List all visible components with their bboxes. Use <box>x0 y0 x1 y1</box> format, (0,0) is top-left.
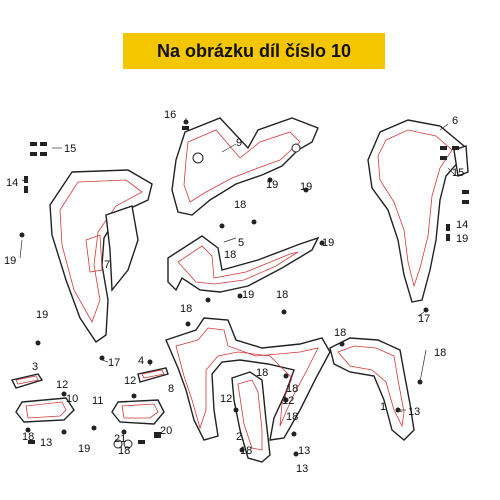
fasteners <box>19 119 469 457</box>
part-6-side-panel <box>367 119 469 303</box>
label-18: 18 <box>240 445 252 457</box>
part-8-lower-frame <box>165 317 331 441</box>
label-19: 19 <box>78 443 90 455</box>
label-16: 16 <box>164 109 176 121</box>
part-4-strip <box>137 367 169 383</box>
label-7: 7 <box>104 259 110 271</box>
label-18: 18 <box>180 303 192 315</box>
label-11: 11 <box>92 395 103 407</box>
label-12: 12 <box>56 379 68 391</box>
label-19: 19 <box>4 255 16 267</box>
label-20: 20 <box>160 425 172 437</box>
label-19: 19 <box>36 309 48 321</box>
label-15: 15 <box>64 143 76 155</box>
label-12: 12 <box>282 395 294 407</box>
label-13: 13 <box>40 437 52 449</box>
label-18: 18 <box>22 431 34 443</box>
part-labels: 16 9 6 15 14 19 7 19 19 19 18 5 18 19 19… <box>4 109 468 475</box>
label-18: 18 <box>224 249 236 261</box>
part-1-right-cover <box>329 337 415 441</box>
label-19: 19 <box>266 179 278 191</box>
label-14: 14 <box>456 219 468 231</box>
label-3: 3 <box>32 361 38 373</box>
part-10-bracket <box>15 397 75 423</box>
label-5: 5 <box>238 237 244 249</box>
label-15: 15 <box>452 167 464 179</box>
label-14: 14 <box>6 177 18 189</box>
label-6: 6 <box>452 115 458 127</box>
label-1: 1 <box>380 401 386 413</box>
label-21: 21 <box>114 433 126 445</box>
label-19: 19 <box>242 289 254 301</box>
label-18: 18 <box>434 347 446 359</box>
part-11-bracket <box>111 399 165 425</box>
label-18: 18 <box>334 327 346 339</box>
label-10: 10 <box>66 393 78 405</box>
label-13: 13 <box>298 445 310 457</box>
label-18: 18 <box>286 411 298 423</box>
label-18: 18 <box>286 383 298 395</box>
label-9: 9 <box>236 137 242 149</box>
label-12: 12 <box>220 393 232 405</box>
label-13: 13 <box>408 406 420 418</box>
label-2: 2 <box>236 431 242 443</box>
label-12: 12 <box>124 375 136 387</box>
label-13: 13 <box>296 463 308 475</box>
label-17: 17 <box>418 313 430 325</box>
part-2-lower-cover <box>231 371 271 463</box>
leader-lines <box>19 118 457 413</box>
label-19: 19 <box>456 233 468 245</box>
label-18: 18 <box>234 199 246 211</box>
label-4: 4 <box>138 355 144 367</box>
label-19: 19 <box>300 181 312 193</box>
label-17: 17 <box>108 357 120 369</box>
part-5-middle-cover <box>167 235 320 293</box>
part-7-front-fairing <box>49 169 153 343</box>
page-title: Na obrázku díl číslo 10 <box>156 41 352 61</box>
label-18: 18 <box>256 367 268 379</box>
label-8: 8 <box>168 383 174 395</box>
label-19: 19 <box>322 237 334 249</box>
label-18: 18 <box>118 445 130 457</box>
part-9-upper-panel <box>171 117 319 216</box>
label-18: 18 <box>276 289 288 301</box>
title-banner: Na obrázku díl číslo 10 <box>123 33 385 69</box>
part-3-strip <box>10 373 44 389</box>
